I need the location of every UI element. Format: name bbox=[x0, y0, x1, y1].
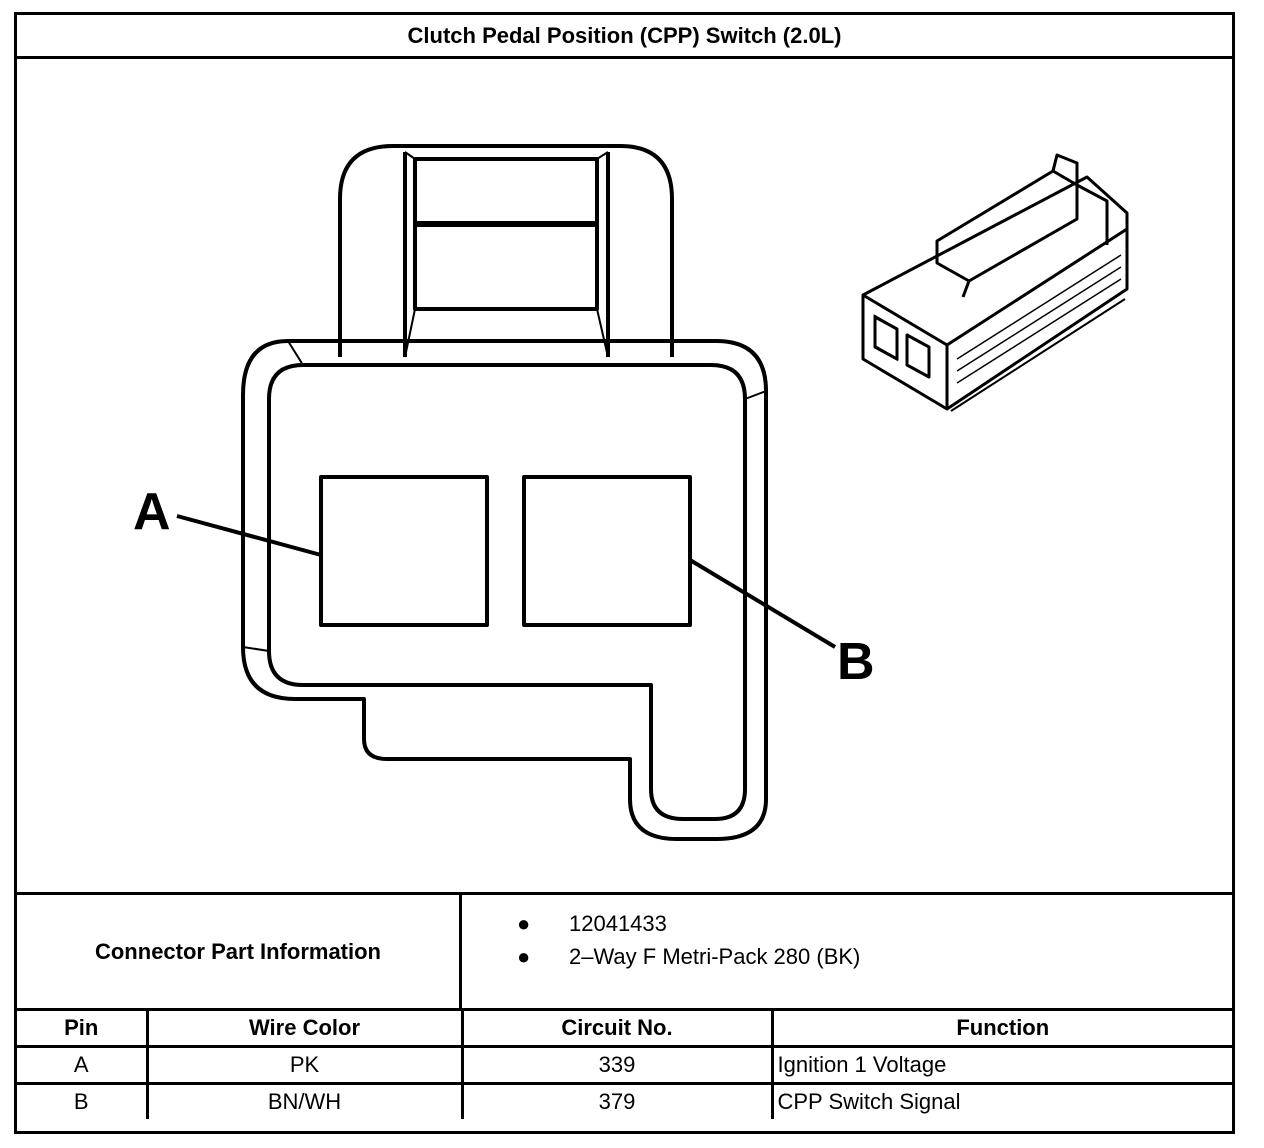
part-number: 12041433 bbox=[569, 911, 667, 936]
cell-circuit: 339 bbox=[460, 1045, 774, 1085]
cell-wire-color: PK bbox=[145, 1045, 464, 1085]
latch-rails bbox=[403, 152, 610, 357]
cell-pin: A bbox=[17, 1045, 149, 1085]
table-row: A PK 339 Ignition 1 Voltage bbox=[17, 1045, 1232, 1085]
pin-table: Pin Wire Color Circuit No. Function A PK… bbox=[17, 1011, 1232, 1119]
table-header-row: Pin Wire Color Circuit No. Function bbox=[17, 1011, 1232, 1048]
connector-part-info: Connector Part Information ● 12041433 ● 2–… bbox=[17, 892, 1232, 1011]
connector-face-diagram: A B bbox=[133, 144, 1129, 841]
cell-circuit: 379 bbox=[460, 1082, 774, 1119]
pin-b-label: B bbox=[837, 633, 875, 691]
connector-drawing: A B bbox=[17, 59, 1232, 892]
pin-a-leader bbox=[176, 514, 322, 557]
connector-sheet: Clutch Pedal Position (CPP) Switch (2.0L… bbox=[14, 12, 1235, 1134]
cavity-b bbox=[522, 475, 692, 627]
connector-description: 2–Way F Metri-Pack 280 (BK) bbox=[569, 944, 861, 969]
cell-function: Ignition 1 Voltage bbox=[770, 1045, 1232, 1085]
header-wire-color: Wire Color bbox=[145, 1011, 464, 1048]
bullet-icon: ● bbox=[517, 911, 531, 936]
cell-pin: B bbox=[17, 1082, 149, 1119]
latch-window-lower bbox=[413, 223, 599, 311]
pin-b-leader bbox=[688, 558, 837, 649]
connector-iso-view bbox=[861, 153, 1129, 412]
header-function: Function bbox=[770, 1011, 1232, 1048]
pin-a-label: A bbox=[133, 483, 171, 541]
cell-wire-color: BN/WH bbox=[145, 1082, 464, 1119]
part-info-list: ● 12041433 ● 2–Way F Metri-Pack 280 (BK) bbox=[517, 907, 860, 973]
list-item: ● 2–Way F Metri-Pack 280 (BK) bbox=[517, 940, 860, 973]
header-circuit: Circuit No. bbox=[460, 1011, 774, 1048]
cavity-a bbox=[319, 475, 489, 627]
header-pin: Pin bbox=[17, 1011, 149, 1048]
list-item: ● 12041433 bbox=[517, 907, 860, 940]
part-info-label: Connector Part Information bbox=[17, 895, 462, 1008]
bullet-icon: ● bbox=[517, 944, 531, 969]
body-outer bbox=[241, 339, 768, 841]
latch-outer bbox=[338, 144, 674, 357]
page-title: Clutch Pedal Position (CPP) Switch (2.0L… bbox=[17, 15, 1232, 59]
cell-function: CPP Switch Signal bbox=[770, 1082, 1232, 1119]
body-inner bbox=[267, 363, 747, 821]
latch-window-upper bbox=[413, 157, 599, 225]
table-row: B BN/WH 379 CPP Switch Signal bbox=[17, 1082, 1232, 1119]
